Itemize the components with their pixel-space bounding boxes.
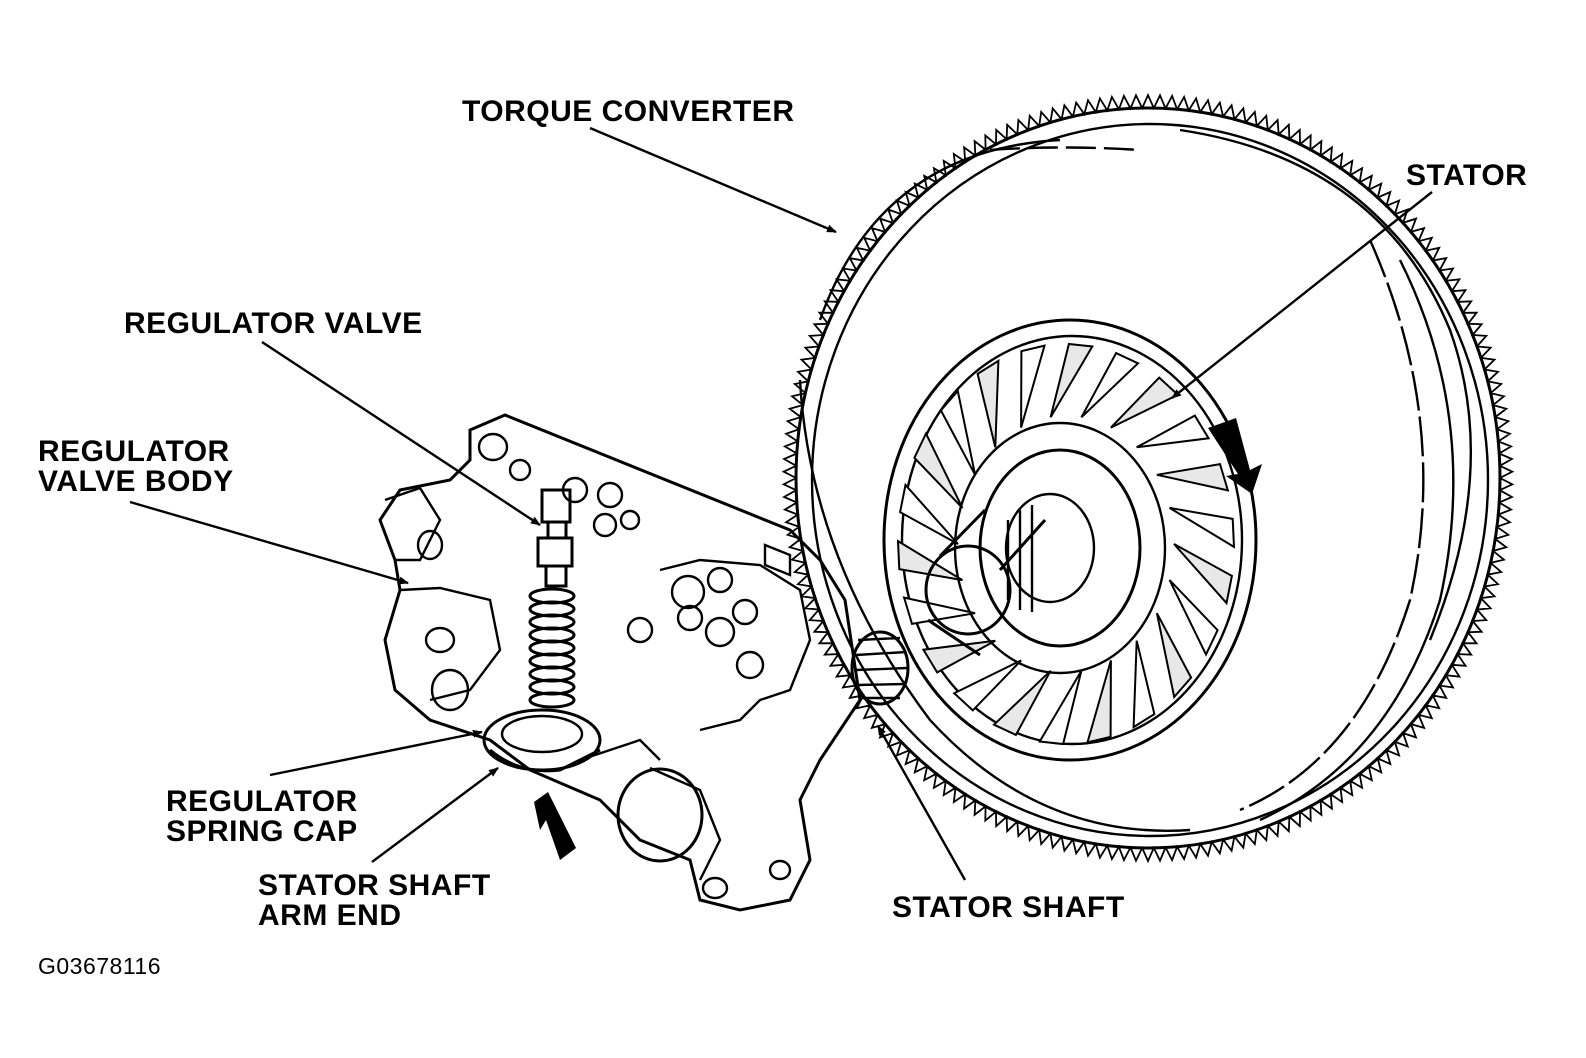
stator-blade: [1086, 660, 1112, 744]
leader-stator: [1171, 191, 1433, 399]
label-stator-shaft: STATOR SHAFT: [892, 891, 1125, 924]
stator-blade: [1156, 462, 1230, 492]
label-regulator-valve-body-line1: REGULATOR: [38, 435, 230, 468]
stator-blade: [1038, 670, 1083, 746]
label-stator-shaft-arm-end-line1: STATOR SHAFT: [258, 869, 491, 902]
leader-stator-shaft: [876, 725, 967, 881]
leader-regulator-spring-cap: [269, 729, 483, 777]
label-stator-shaft-arm-end-line2: ARM END: [258, 899, 402, 932]
label-regulator-spring-cap-line2: SPRING CAP: [166, 815, 358, 848]
stator-blade: [1169, 506, 1236, 549]
label-torque-converter: TORQUE CONVERTER: [462, 95, 795, 128]
stator-blade: [898, 482, 959, 545]
stator-blade: [992, 669, 1052, 737]
leader-torque-converter: [589, 126, 837, 234]
stator-blade: [1136, 414, 1211, 449]
spring-coil: [528, 691, 576, 709]
leader-lines: [129, 126, 1433, 881]
torque-converter: [781, 92, 1515, 864]
stator-blade: [976, 359, 1000, 448]
stator-blade: [1168, 579, 1219, 657]
stator-blade: [896, 539, 963, 582]
label-stator: STATOR: [1406, 159, 1528, 192]
label-regulator-spring-cap-line1: REGULATOR: [166, 785, 358, 818]
label-regulator-valve: REGULATOR VALVE: [124, 307, 423, 340]
stator-blade: [1110, 376, 1180, 429]
stator-blade: [1020, 344, 1046, 428]
stator-blade: [921, 639, 996, 674]
leader-regulator-valve-body: [129, 500, 409, 585]
regulator-spring: [528, 587, 576, 709]
regulator-valve-body: [378, 413, 910, 912]
figure-code: G03678116: [38, 953, 162, 979]
stator-blade: [1049, 342, 1094, 418]
stator-blade: [939, 388, 977, 476]
stator-blade: [1155, 612, 1193, 700]
stator-blade: [1080, 351, 1140, 419]
stator-blade: [902, 596, 976, 626]
stator-blade: [952, 659, 1022, 712]
stator-blade: [1132, 640, 1156, 729]
stator: [882, 318, 1262, 762]
stator-blade: [1173, 543, 1234, 606]
leader-regulator-valve: [261, 340, 541, 527]
label-regulator-valve-body-line2: VALVE BODY: [38, 465, 234, 498]
stator-blades: [896, 342, 1236, 746]
leader-stator-shaft-arm-end: [371, 767, 499, 863]
stator-blade: [913, 431, 964, 509]
regulator-valve: [528, 488, 576, 709]
